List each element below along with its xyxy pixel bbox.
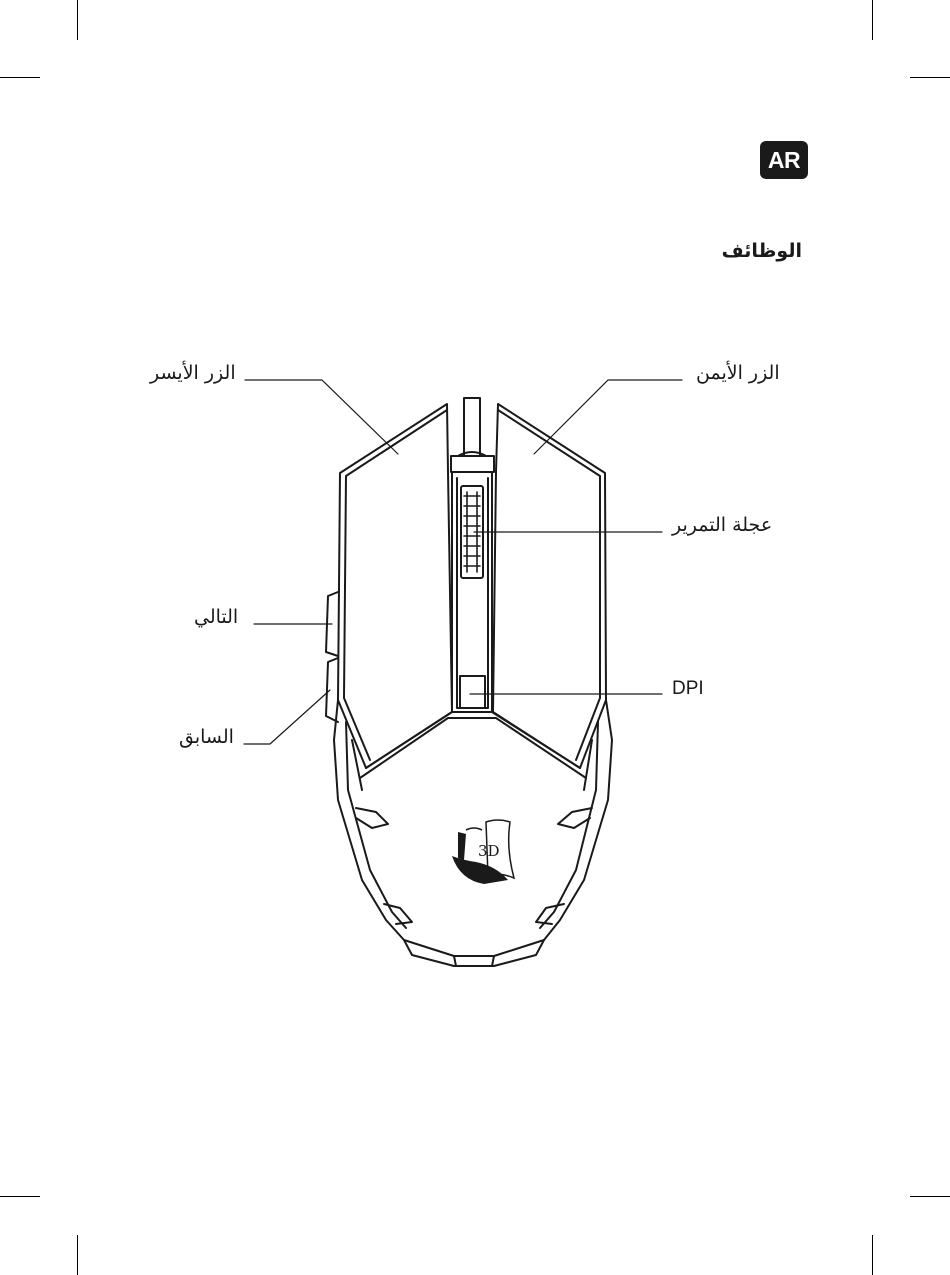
language-badge: AR bbox=[760, 141, 808, 179]
crop-mark-bottom-left-h bbox=[0, 1196, 40, 1197]
crop-mark-bottom-right bbox=[872, 1235, 873, 1275]
crop-mark-bottom-left bbox=[77, 1235, 78, 1275]
leader-back bbox=[243, 689, 331, 745]
callout-scroll-wheel: عجلة التمرير bbox=[672, 514, 773, 536]
callout-back-button: السابق bbox=[179, 726, 234, 748]
right-button-shape bbox=[492, 403, 607, 769]
leader-left-button bbox=[244, 379, 399, 455]
brand-logo bbox=[452, 819, 516, 884]
crop-mark-top-left-h bbox=[0, 77, 40, 78]
left-button-shape bbox=[337, 403, 453, 769]
callout-right-button: الزر الأيمن bbox=[696, 362, 780, 384]
crop-mark-top-right-h bbox=[910, 77, 950, 78]
crop-mark-bottom-right-h bbox=[910, 1196, 950, 1197]
dpi-button-shape bbox=[459, 675, 486, 709]
logo-mark: 3D bbox=[478, 842, 500, 860]
palm-body bbox=[333, 699, 613, 967]
leader-right-button bbox=[533, 379, 683, 455]
callout-left-button: الزر الأيسر bbox=[150, 362, 236, 384]
wheel-cap bbox=[450, 455, 495, 473]
cable bbox=[463, 397, 481, 456]
back-button-shape bbox=[325, 657, 339, 723]
section-title: الوظائف bbox=[721, 240, 802, 262]
crop-mark-top-right bbox=[872, 0, 873, 40]
callout-dpi-button: DPI bbox=[672, 678, 704, 699]
crop-mark-top-left bbox=[77, 0, 78, 40]
callout-forward-button: التالي bbox=[194, 606, 239, 628]
